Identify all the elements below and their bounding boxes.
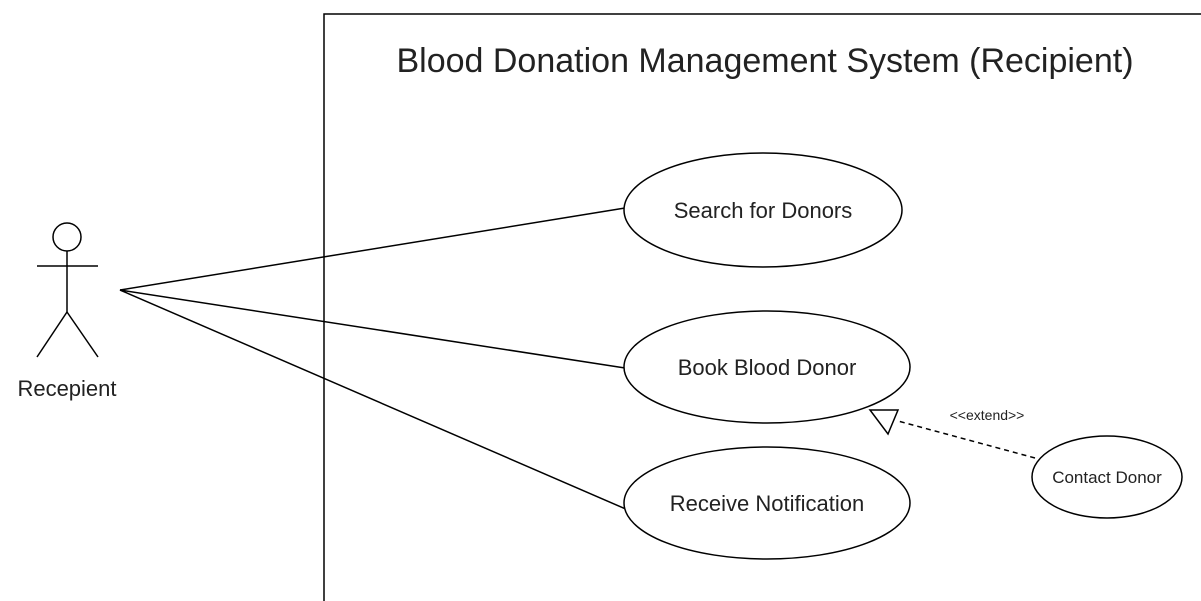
association-notification — [119, 289, 629, 511]
actor-label: Recepient — [17, 376, 116, 401]
association-book — [119, 289, 626, 369]
use-case-receive-notification[interactable]: Receive Notification — [623, 446, 911, 560]
use-case-book-blood-donor[interactable]: Book Blood Donor — [623, 310, 911, 424]
hollow-triangle-arrowhead-icon — [868, 409, 900, 436]
use-case-label: Receive Notification — [670, 491, 864, 516]
system-boundary — [323, 13, 1201, 601]
use-case-label: Book Blood Donor — [678, 355, 857, 380]
use-case-search-for-donors[interactable]: Search for Donors — [623, 152, 903, 268]
system-title: Blood Donation Management System (Recipi… — [396, 42, 1133, 80]
extend-line — [897, 420, 1036, 459]
stick-figure-icon — [36, 222, 99, 358]
association-search — [119, 207, 626, 291]
actor-recipient: Recepient — [17, 222, 117, 401]
extend-relation: <<extend>> — [868, 407, 1036, 459]
use-case-contact-donor[interactable]: Contact Donor — [1031, 435, 1183, 519]
use-case-label: Search for Donors — [674, 198, 853, 223]
extend-stereotype-label: <<extend>> — [950, 407, 1025, 423]
use-case-label: Contact Donor — [1052, 468, 1162, 487]
